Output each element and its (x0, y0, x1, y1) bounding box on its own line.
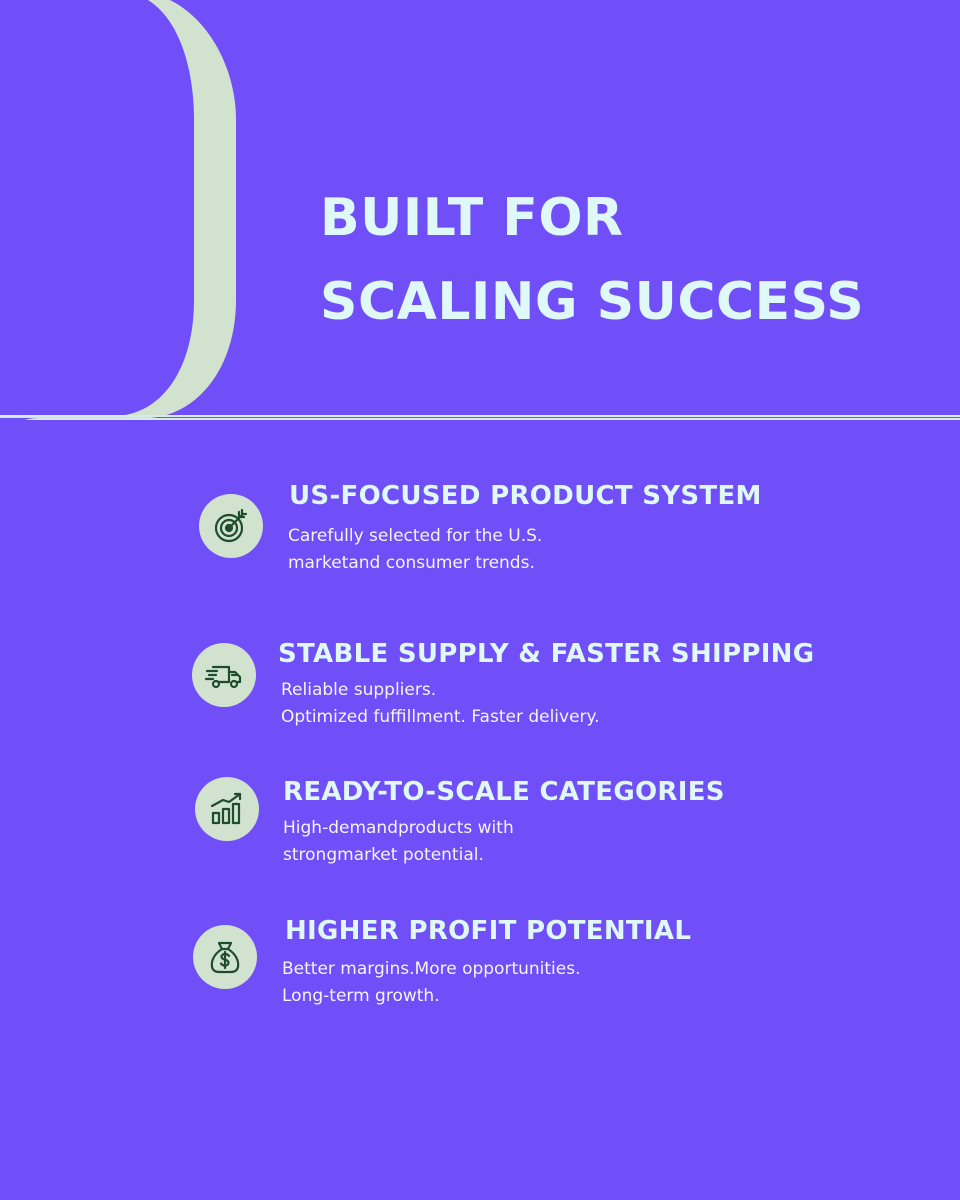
money-bag-icon (193, 925, 257, 989)
feature-description-line-2: marketand consumer trends. (288, 553, 535, 573)
delivery-truck-icon (192, 643, 256, 707)
feature-description-line-2: Long-term growth. (282, 986, 440, 1006)
decorative-rounded-shapes (0, 0, 960, 420)
feature-description-line-2: Optimized fuffillment. Faster delivery. (281, 707, 600, 727)
feature-description: Carefully selected for the U.S. marketan… (288, 523, 542, 577)
feature-title: HIGHER PROFIT POTENTIAL (285, 916, 692, 946)
page-title: BUILT FOR SCALING SUCCESS (320, 176, 864, 344)
feature-title: READY-TO-SCALE CATEGORIES (283, 777, 725, 807)
feature-description-line-1: Reliable suppliers. (281, 680, 437, 700)
feature-description-line-1: Better margins.More opportunities. (282, 959, 581, 979)
feature-title: STABLE SUPPLY & FASTER SHIPPING (278, 639, 815, 669)
feature-description: Better margins.More opportunities. Long-… (282, 956, 581, 1010)
growth-chart-icon (195, 777, 259, 841)
feature-description-line-1: High-demandproducts with (283, 818, 514, 838)
page-title-line-2: SCALING SUCCESS (320, 272, 865, 332)
target-icon (199, 494, 263, 558)
feature-description: High-demandproducts with strongmarket po… (283, 815, 514, 869)
feature-description-line-2: strongmarket potential. (283, 845, 484, 865)
feature-description: Reliable suppliers. Optimized fuffillmen… (281, 677, 600, 731)
feature-title: US-FOCUSED PRODUCT SYSTEM (289, 481, 762, 511)
page-title-line-1: BUILT FOR (320, 188, 624, 248)
feature-description-line-1: Carefully selected for the U.S. (288, 526, 543, 546)
